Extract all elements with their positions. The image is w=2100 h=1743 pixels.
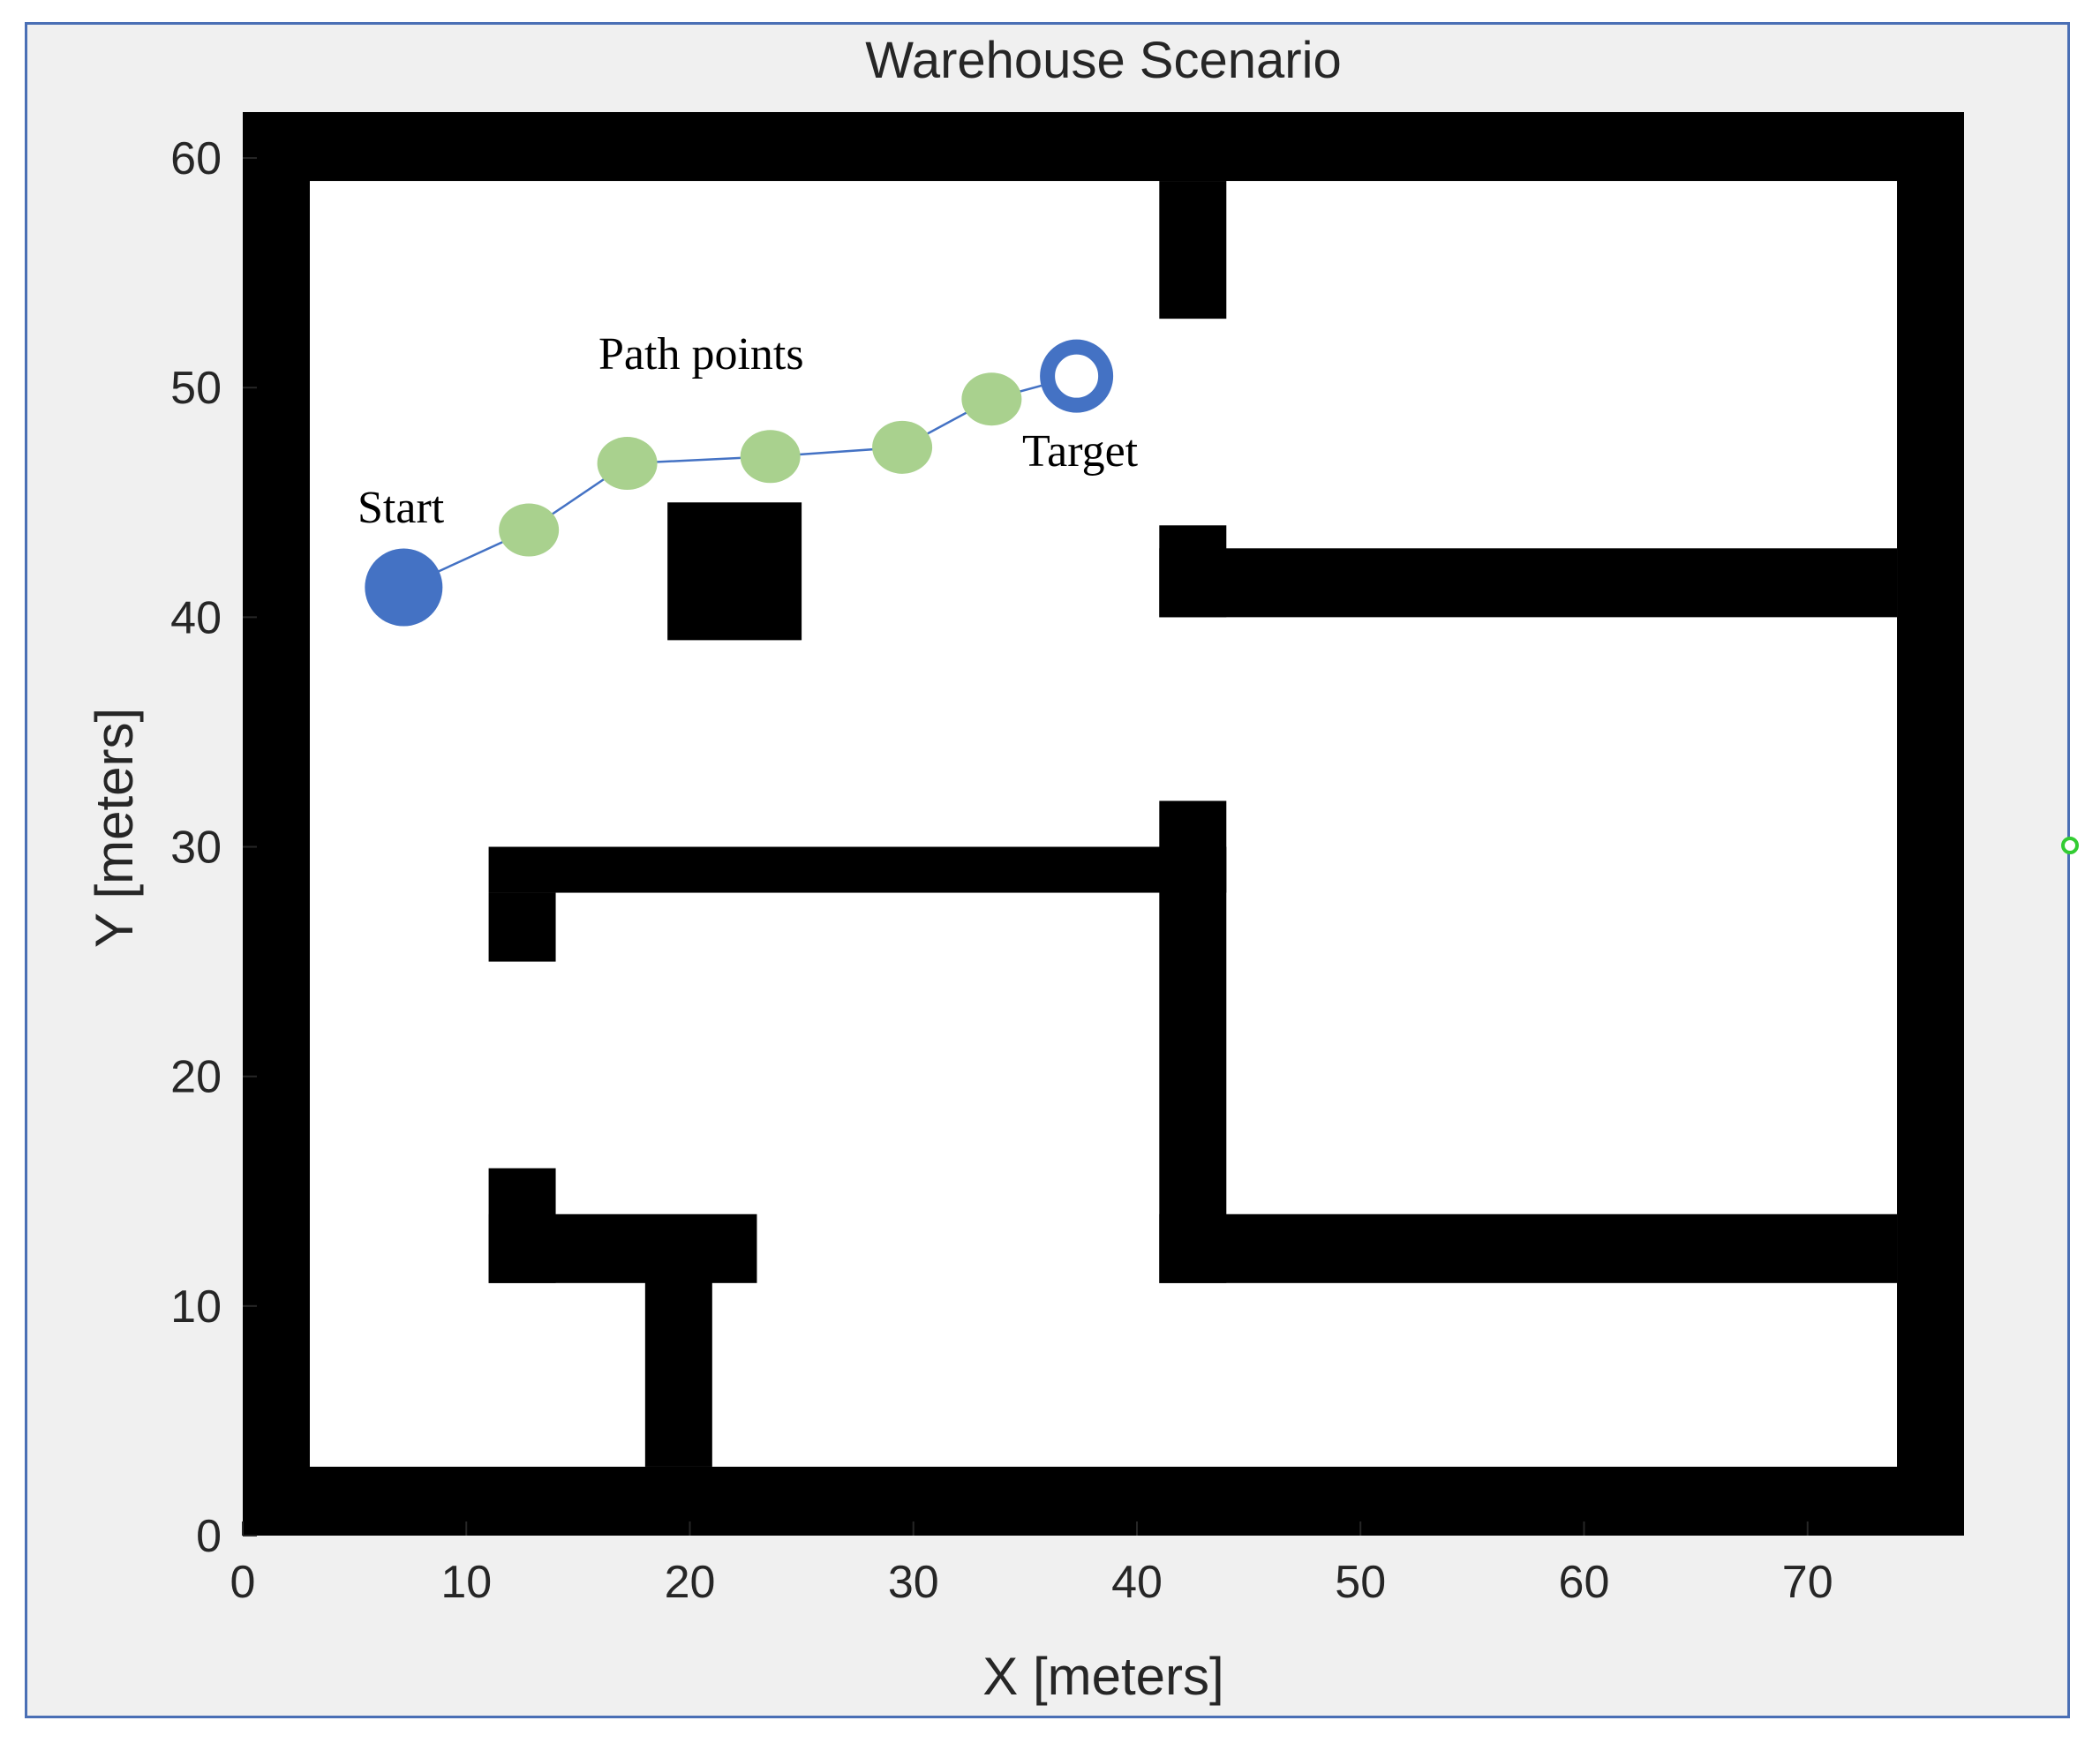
- y-tick-label: 60: [170, 133, 222, 184]
- wall-block: [1159, 548, 1898, 618]
- wall-block: [488, 1213, 757, 1283]
- target-marker: [1040, 339, 1114, 413]
- path-points-label: Path points: [598, 329, 804, 379]
- x-tick-label: 20: [665, 1557, 716, 1608]
- x-axis-label: X [meters]: [982, 1647, 1223, 1706]
- wall-block: [644, 1259, 712, 1467]
- axes-area: [243, 112, 1964, 1536]
- path-layer: [365, 339, 1114, 627]
- target-label: Target: [1022, 426, 1139, 477]
- walls-layer: [243, 112, 1964, 1536]
- path-point: [499, 503, 560, 557]
- start-label: Start: [358, 483, 445, 533]
- plot-title: Warehouse Scenario: [865, 32, 1341, 89]
- wall-block: [1897, 112, 1964, 1536]
- wall-block: [243, 112, 1964, 182]
- y-tick-label: 40: [170, 592, 222, 643]
- y-axis-label: Y [meters]: [85, 708, 144, 948]
- path-point: [872, 420, 933, 474]
- x-tick-label: 0: [230, 1557, 256, 1608]
- start-marker: [365, 548, 443, 627]
- free-space: [243, 112, 1964, 1536]
- x-tick-label: 70: [1782, 1557, 1833, 1608]
- wall-block: [243, 1466, 1964, 1536]
- y-tick-label: 30: [170, 823, 222, 874]
- wall-block: [243, 112, 310, 1536]
- wall-block: [667, 502, 802, 641]
- path-point: [961, 372, 1022, 426]
- y-ticks: 0 10 20 30 40 50 60: [170, 133, 257, 1562]
- x-tick-label: 40: [1111, 1557, 1163, 1608]
- y-tick-label: 0: [196, 1511, 222, 1562]
- x-tick-label: 50: [1335, 1557, 1386, 1608]
- x-tick-label: 60: [1559, 1557, 1610, 1608]
- x-tick-label: 30: [888, 1557, 939, 1608]
- path-point: [740, 430, 801, 484]
- wall-block: [488, 846, 1227, 893]
- side-handle-marker[interactable]: [2061, 837, 2079, 854]
- wall-block: [488, 892, 556, 962]
- x-tick-label: 10: [440, 1557, 492, 1608]
- y-tick-label: 10: [170, 1281, 222, 1333]
- wall-block: [1159, 800, 1227, 1283]
- wall-block: [1159, 181, 1227, 319]
- x-ticks: 0 10 20 30 40 50 60 70: [230, 1521, 1833, 1608]
- y-tick-label: 50: [170, 363, 222, 414]
- path-point: [597, 437, 658, 491]
- wall-block: [1159, 1213, 1898, 1283]
- y-tick-label: 20: [170, 1052, 222, 1103]
